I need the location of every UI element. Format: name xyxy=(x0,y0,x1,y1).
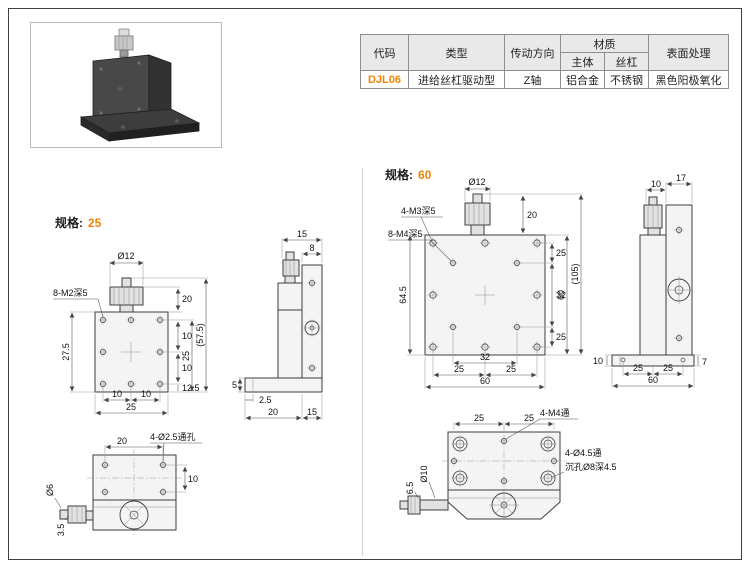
label-4-dia2-5: 4-Ø2.5通孔 xyxy=(150,432,196,442)
header-type: 类型 xyxy=(408,34,505,71)
dim-r32: 32 xyxy=(556,290,566,300)
dim-3-5: 3.5 xyxy=(56,524,66,537)
product-photo xyxy=(30,22,222,148)
dim-b25a: 25 xyxy=(454,364,464,374)
dim-s7: 7 xyxy=(702,357,707,367)
spec60-drawing: Ø12 4-M3深5 8-M4深5 20 25 32 25 60 (105) 6… xyxy=(388,173,707,520)
spec25-bottom-view: 20 4-Ø2.5通孔 10 Ø6 3.5 xyxy=(45,432,202,536)
dim-s20: 20 xyxy=(268,407,278,417)
dim-s5: 5 xyxy=(232,380,237,390)
header-direction: 传动方向 xyxy=(504,34,561,71)
dim-s25b: 25 xyxy=(663,363,673,373)
spec60-label-value: 60 xyxy=(418,168,432,182)
dim-s8: 8 xyxy=(309,243,314,253)
cell-screw: 不锈钢 xyxy=(604,70,649,89)
dim-b60: 60 xyxy=(480,376,490,386)
dim-10a: 10 xyxy=(182,331,192,341)
header-material-screw: 丝杠 xyxy=(604,52,649,71)
label-4-m3: 4-M3深5 xyxy=(401,206,436,216)
dim-bt20: 20 xyxy=(117,436,127,446)
dim-s25a: 25 xyxy=(633,363,643,373)
dim-r25a: 25 xyxy=(556,248,566,258)
spec60-label-text: 规格: xyxy=(385,168,413,182)
spec25-drawing: Ø12 8-M2深5 20 10 10 12.5 25 (57.5) 27.5 … xyxy=(45,229,323,536)
dim-dia12: Ø12 xyxy=(117,251,134,261)
label-8-m4: 8-M4深5 xyxy=(388,229,423,239)
dim-64-5: 64.5 xyxy=(398,286,408,304)
label-cb-line2: 沉孔Ø8深4.5 xyxy=(565,462,617,472)
cell-body: 铝合金 xyxy=(560,70,605,89)
dim-s10-left: 10 xyxy=(593,356,603,366)
label-4-m4: 4-M4通 xyxy=(540,408,570,418)
dim-105: (105) xyxy=(570,263,580,284)
spec60-label: 规格: 60 xyxy=(385,166,431,183)
dim-bt10: 10 xyxy=(188,474,198,484)
table-header-row-1: 代码 类型 传动方向 材质 表面处理 xyxy=(360,34,729,71)
table-header-row-2: 主体 丝杠 xyxy=(361,52,729,71)
dim-s17: 17 xyxy=(676,173,686,183)
spec25-front-view: Ø12 8-M2深5 20 10 10 12.5 25 (57.5) 27.5 … xyxy=(53,251,209,416)
spec60-front-view: Ø12 4-M3深5 8-M4深5 20 25 32 25 60 (105) 6… xyxy=(388,177,584,390)
dim-12-5: 12.5 xyxy=(182,383,200,393)
dim-dia6: Ø6 xyxy=(45,484,55,496)
cell-code: DJL06 xyxy=(360,70,409,89)
cell-surface: 黑色阳极氧化 xyxy=(648,70,729,89)
spec25-side-view: 15 8 5 2.5 20 15 xyxy=(232,229,323,421)
dim-s60: 60 xyxy=(648,375,658,385)
dim-b10a: 10 xyxy=(112,389,122,399)
dim-r60: 60 xyxy=(556,290,566,300)
product-photo-drawing xyxy=(79,28,201,142)
header-surface: 表面处理 xyxy=(648,34,729,71)
dim-20: 20 xyxy=(182,294,192,304)
dim-s2-5: 2.5 xyxy=(259,395,272,405)
dim-bt25a: 25 xyxy=(474,413,484,423)
dim-57-5: (57.5) xyxy=(195,323,205,347)
spec60-bottom-view: 25 25 4-M4通 4-Ø4.5通 沉孔Ø8深4.5 Ø10 6.5 xyxy=(399,408,617,520)
dim-25-right: 25 xyxy=(181,351,191,361)
dim-s15-top: 15 xyxy=(297,229,307,239)
spec25-label-value: 25 xyxy=(88,216,102,230)
dim-dia12-60: Ø12 xyxy=(468,177,485,187)
dim-dia10: Ø10 xyxy=(419,465,429,482)
header-material: 材质 xyxy=(560,34,649,53)
dim-b25b: 25 xyxy=(506,364,516,374)
label-cb-line1: 4-Ø4.5通 xyxy=(565,448,602,458)
dim-27-5: 27.5 xyxy=(61,343,71,361)
spec25-label-text: 规格: xyxy=(55,216,83,230)
label-8-m2: 8-M2深5 xyxy=(53,288,88,298)
dim-20-60: 20 xyxy=(527,210,537,220)
dim-s15-bottom: 15 xyxy=(307,407,317,417)
header-material-body: 主体 xyxy=(560,52,605,71)
cell-type: 进给丝杠驱动型 xyxy=(408,70,505,89)
section-divider xyxy=(362,168,363,556)
cell-direction: Z轴 xyxy=(504,70,561,89)
dim-s10-top: 10 xyxy=(651,179,661,189)
dim-b10b: 10 xyxy=(141,389,151,399)
dim-10b: 10 xyxy=(182,363,192,373)
dim-bt25b: 25 xyxy=(524,413,534,423)
spec25-label: 规格: 25 xyxy=(55,214,101,231)
spec60-side-view: 17 10 10 7 25 25 60 xyxy=(593,173,707,389)
dim-6-5: 6.5 xyxy=(405,482,415,495)
dim-r25b: 25 xyxy=(556,332,566,342)
spec-table: 代码 类型 传动方向 材质 表面处理 主体 丝杠 DJL06 进给丝杠驱动型 Z… xyxy=(360,34,729,89)
dim-b25: 25 xyxy=(126,402,136,412)
header-code: 代码 xyxy=(360,34,409,71)
table-data-row: DJL06 进给丝杠驱动型 Z轴 铝合金 不锈钢 黑色阳极氧化 xyxy=(360,70,729,89)
stage-isometric xyxy=(79,28,201,142)
